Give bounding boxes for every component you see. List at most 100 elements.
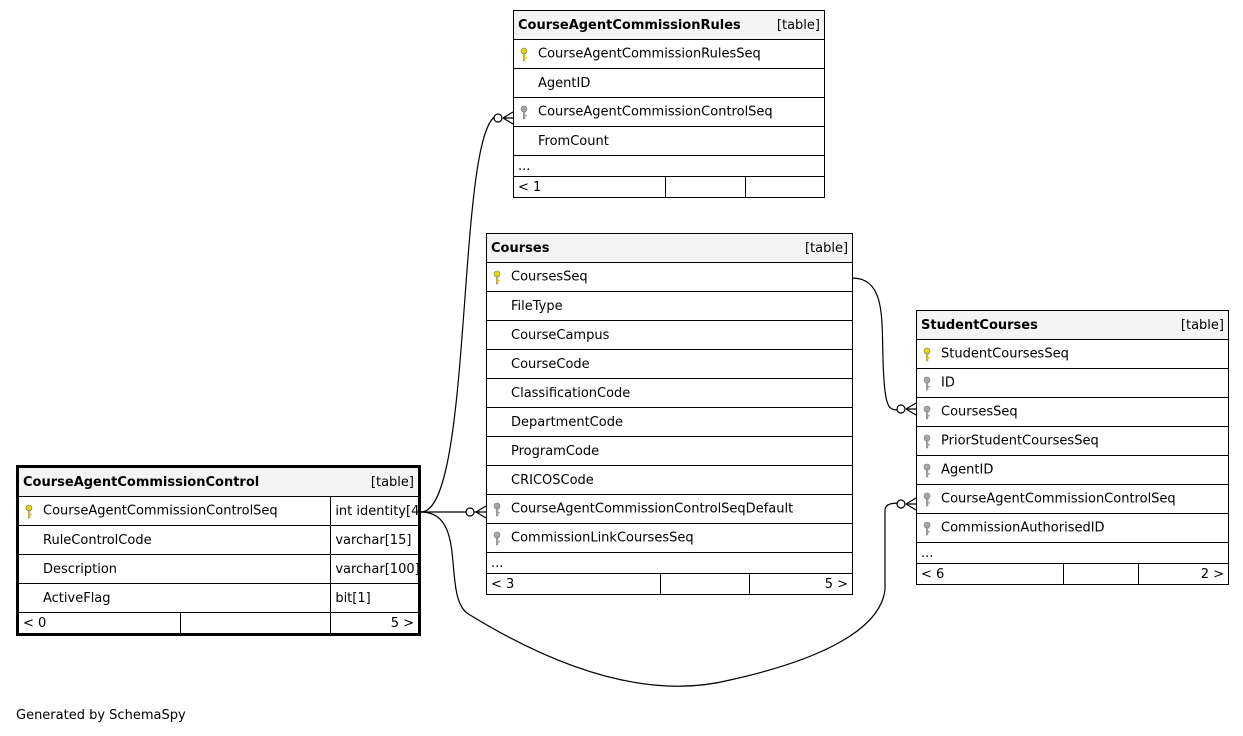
rows-count [660, 573, 750, 595]
column-row[interactable]: CourseAgentCommissionControlSeqDefault [485, 494, 854, 524]
column-name: AgentID [941, 462, 994, 478]
edge-rules-zero-marker [493, 113, 503, 123]
column-row[interactable]: StudentCoursesSeq [916, 339, 1229, 369]
edge-control-rules [420, 114, 501, 513]
primary-key-icon [23, 503, 39, 519]
more-columns-ellipsis: ... [916, 542, 1229, 564]
column-name: CRICOSCode [511, 472, 594, 488]
table-type: [table] [1180, 317, 1224, 333]
table-name: Courses [491, 240, 550, 256]
table-courses[interactable]: Courses [table] CoursesSeq FileType Cour… [485, 233, 854, 595]
column-name: CoursesSeq [941, 404, 1018, 420]
children-count: 5 > [330, 612, 420, 635]
parents-count: < 0 [16, 612, 182, 635]
more-columns-ellipsis: ... [513, 155, 825, 177]
column-row[interactable]: CourseAgentCommissionControlSeq [916, 484, 1229, 514]
column-row[interactable]: CommissionLinkCoursesSeq [485, 523, 854, 553]
table-name: StudentCourses [921, 317, 1038, 333]
column-datatype: bit[1] [330, 583, 420, 613]
column-datatype: int identity[4] [330, 496, 420, 526]
foreign-key-icon [921, 491, 937, 507]
rows-count [180, 612, 332, 635]
table-type: [table] [776, 17, 820, 33]
column-name: CourseAgentCommissionRulesSeq [538, 46, 761, 62]
table-student-courses[interactable]: StudentCourses [table] StudentCoursesSeq… [916, 310, 1229, 585]
edge-courses-crowfoot [475, 505, 487, 519]
children-count [744, 176, 826, 198]
column-datatype: varchar[100] [330, 554, 420, 584]
edge-student-crowfoot [905, 402, 917, 416]
column-row[interactable]: CourseAgentCommissionControlSeq [513, 97, 825, 127]
foreign-key-icon [491, 530, 507, 546]
column-name: CourseAgentCommissionControlSeq [941, 491, 1176, 507]
foreign-key-icon [921, 462, 937, 478]
column-row[interactable]: CourseAgentCommissionRulesSeq [513, 39, 825, 69]
column-name: ProgramCode [511, 443, 600, 459]
column-name: FileType [511, 298, 563, 314]
table-name: CourseAgentCommissionControl [23, 474, 260, 490]
primary-key-icon [491, 269, 507, 285]
edge-student-zero-marker [896, 404, 906, 414]
column-row[interactable]: FromCount [513, 126, 825, 156]
edge-control-student [420, 502, 901, 687]
column-row[interactable]: CRICOSCode [485, 465, 854, 495]
column-row[interactable]: ID [916, 368, 1229, 398]
table-header: CourseAgentCommissionRules [table] [513, 10, 825, 40]
table-header: Courses [table] [485, 233, 854, 263]
column-row[interactable]: CourseCampus [485, 320, 854, 350]
column-row[interactable]: AgentID [916, 455, 1229, 485]
edge-courses-student [851, 277, 901, 411]
table-type: [table] [804, 240, 849, 256]
table-name: CourseAgentCommissionRules [518, 17, 741, 33]
column-name: StudentCoursesSeq [941, 346, 1069, 362]
column-row[interactable]: DepartmentCode [485, 407, 854, 437]
more-columns-ellipsis: ... [485, 552, 854, 574]
column-name: CourseCode [511, 356, 590, 372]
column-row[interactable]: ActiveFlag bit[1] [16, 583, 420, 613]
parents-count: < 6 [916, 563, 1064, 585]
column-row[interactable]: ClassificationCode [485, 378, 854, 408]
column-row[interactable]: ProgramCode [485, 436, 854, 466]
foreign-key-icon [921, 433, 937, 449]
column-row[interactable]: CourseAgentCommissionControlSeq int iden… [16, 496, 420, 526]
children-count: 2 > [1138, 563, 1229, 585]
column-row[interactable]: CoursesSeq [485, 262, 854, 292]
edge-courses-zero-marker [465, 507, 475, 517]
column-name: DepartmentCode [511, 414, 623, 430]
column-name: ClassificationCode [511, 385, 631, 401]
column-row[interactable]: PriorStudentCoursesSeq [916, 426, 1229, 456]
parents-count: < 3 [486, 573, 661, 595]
generated-by-footer: Generated by SchemaSpy [16, 708, 186, 723]
column-row[interactable]: CourseCode [485, 349, 854, 379]
primary-key-icon [518, 46, 534, 62]
edge-student2-crowfoot [905, 497, 917, 511]
column-datatype: varchar[15] [330, 525, 420, 555]
column-row[interactable]: AgentID [513, 68, 825, 98]
primary-key-icon [921, 346, 937, 362]
column-row[interactable]: Description varchar[100] [16, 554, 420, 584]
foreign-key-icon [921, 404, 937, 420]
column-name: Description [43, 561, 118, 577]
column-row[interactable]: FileType [485, 291, 854, 321]
column-row[interactable]: RuleControlCode varchar[15] [16, 525, 420, 555]
edge-student2-zero-marker [896, 499, 906, 509]
column-name: CourseAgentCommissionControlSeq [43, 503, 278, 519]
table-course-agent-commission-rules[interactable]: CourseAgentCommissionRules [table] Cours… [512, 10, 826, 198]
column-name: CommissionLinkCoursesSeq [511, 530, 694, 546]
column-row[interactable]: CommissionAuthorisedID [916, 513, 1229, 543]
foreign-key-icon [921, 520, 937, 536]
table-course-agent-commission-control[interactable]: CourseAgentCommissionControl [table] Cou… [16, 465, 421, 636]
column-name: CoursesSeq [511, 269, 588, 285]
column-row[interactable]: CoursesSeq [916, 397, 1229, 427]
children-count: 5 > [748, 573, 854, 595]
foreign-key-icon [921, 375, 937, 391]
column-name: ID [941, 375, 955, 391]
column-name: CourseAgentCommissionControlSeqDefault [511, 501, 794, 517]
table-header: StudentCourses [table] [916, 310, 1229, 340]
foreign-key-icon [518, 104, 534, 120]
column-name: CommissionAuthorisedID [941, 520, 1105, 536]
table-type: [table] [370, 474, 414, 490]
column-name: CourseCampus [511, 327, 610, 343]
column-name: RuleControlCode [43, 532, 152, 548]
